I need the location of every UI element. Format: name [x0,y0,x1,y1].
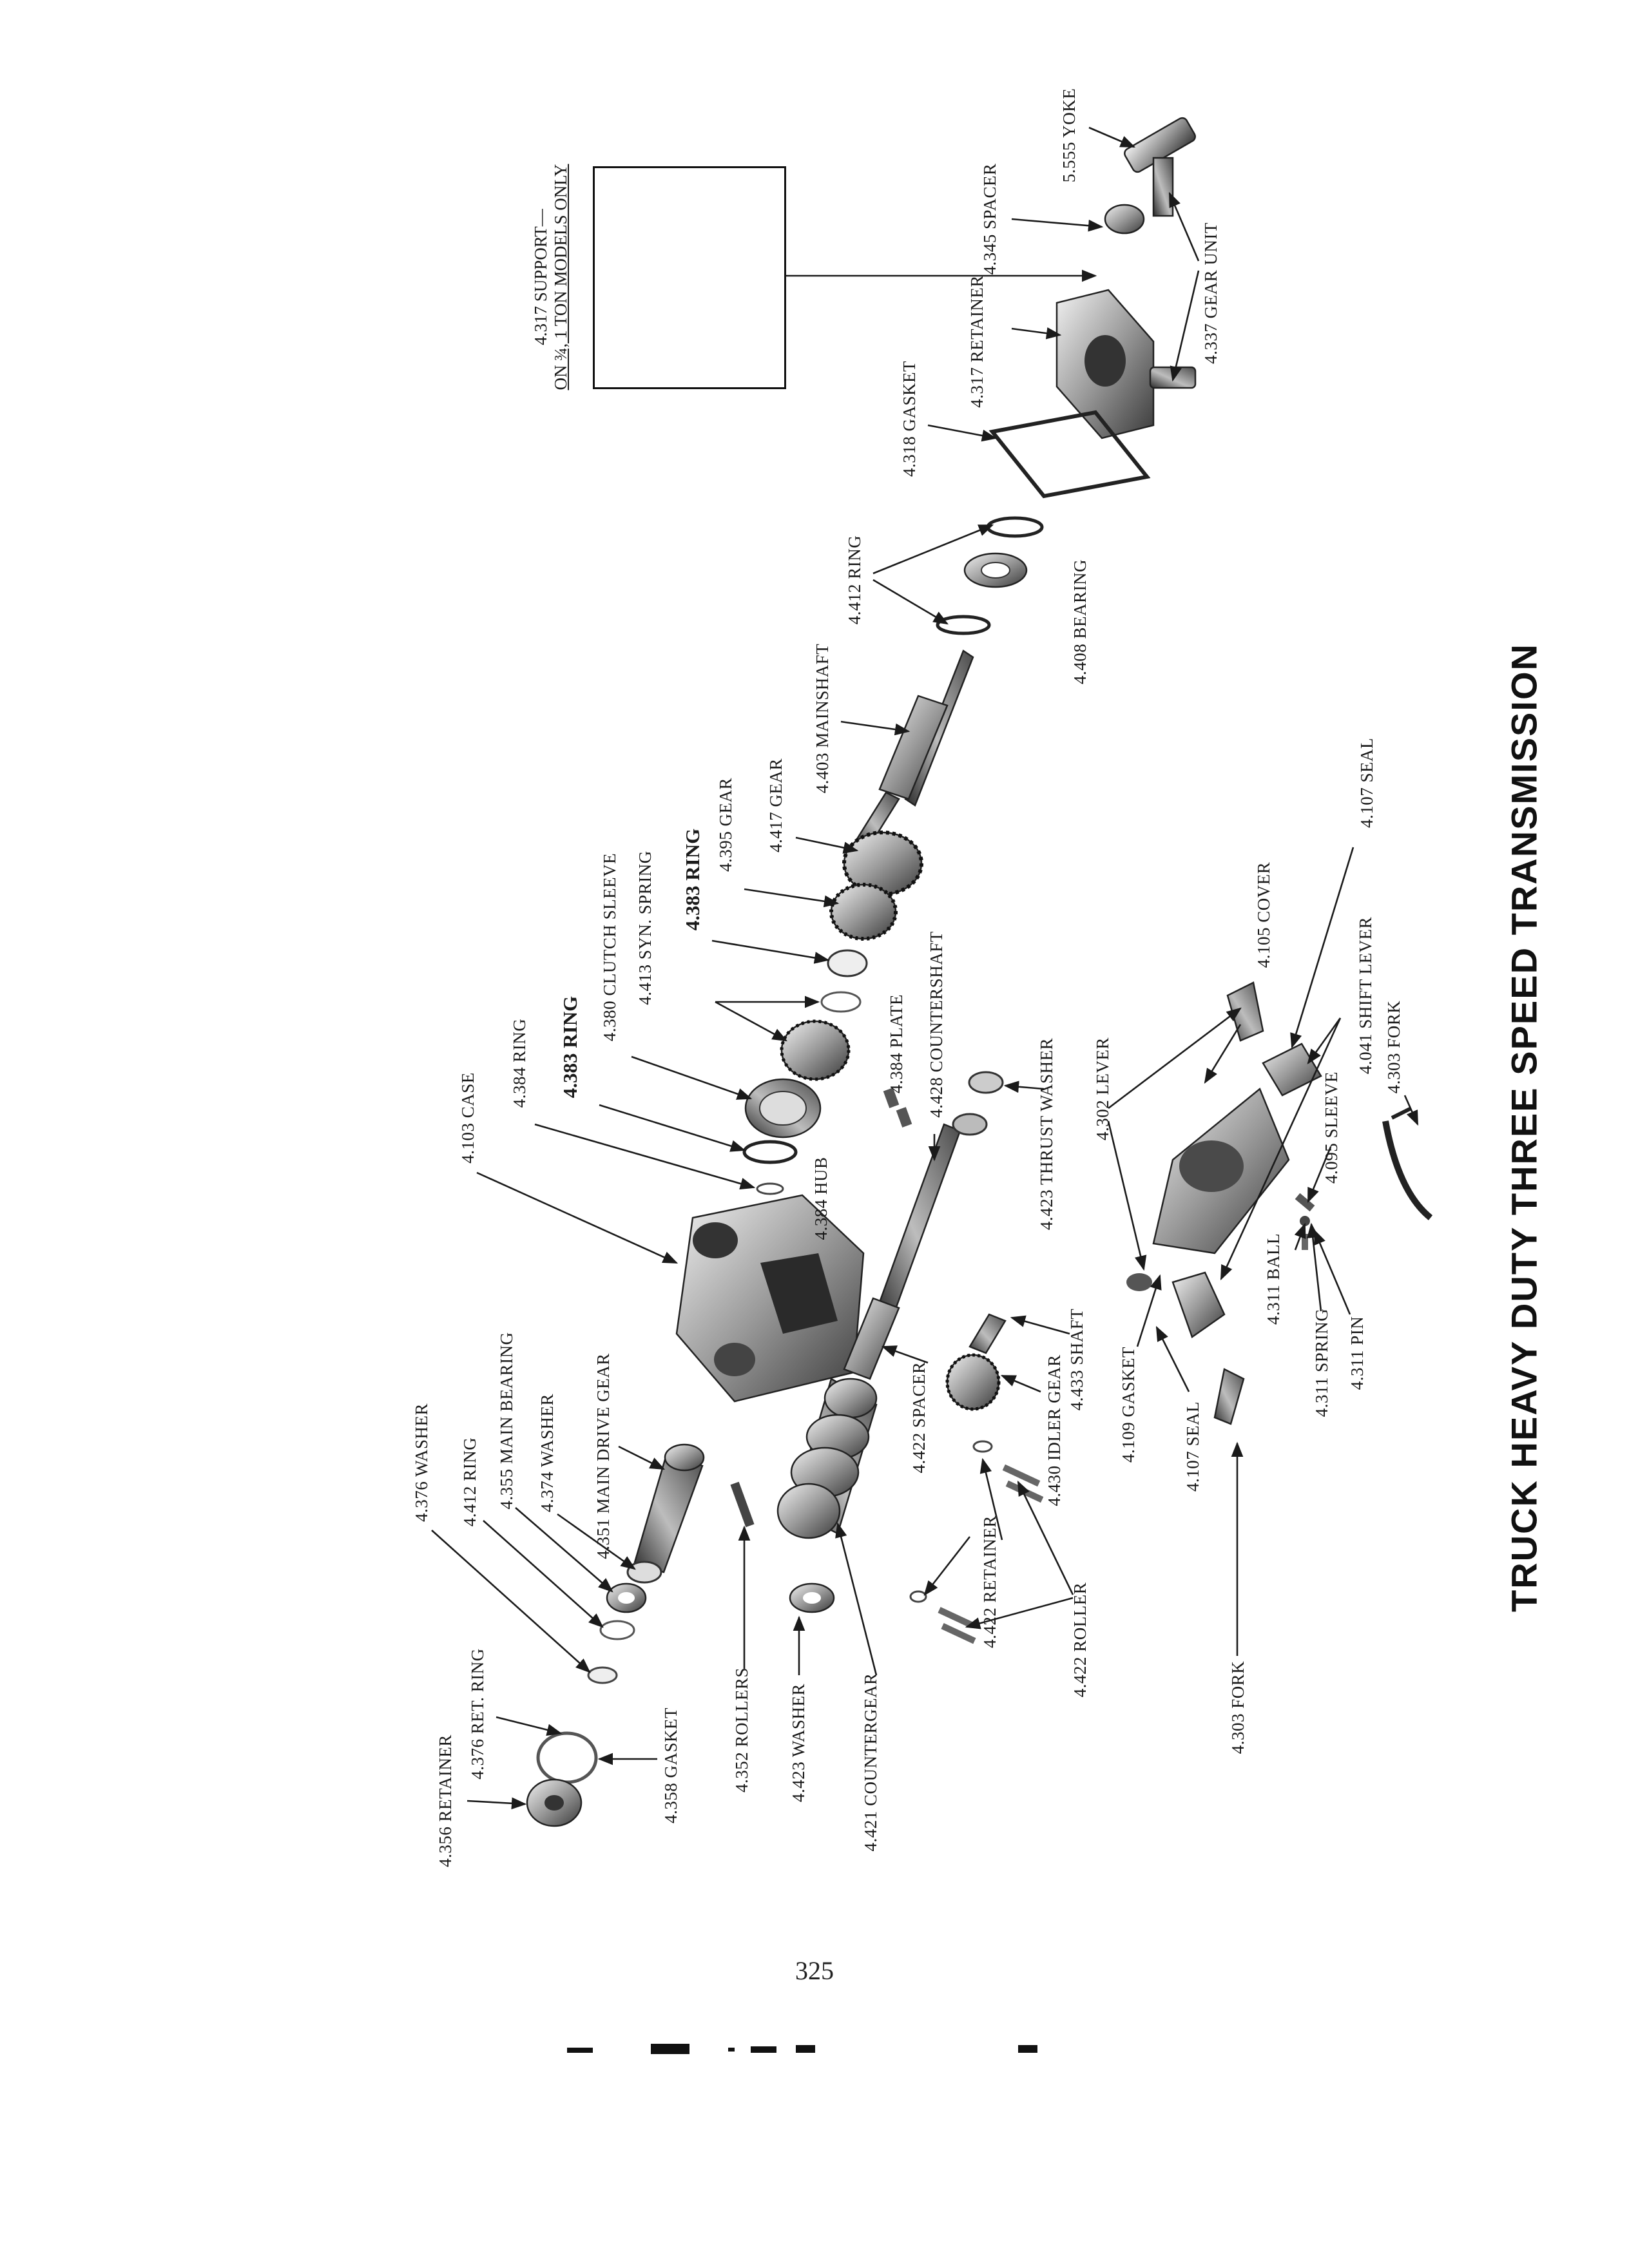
label-4422-spacer: 4.422 SPACER [909,1361,929,1473]
page-title: TRUCK HEAVY DUTY THREE SPEED TRANSMISSIO… [1503,643,1545,1612]
idler-gear-part [945,1353,1001,1411]
label-4311-ball: 4.311 BALL [1264,1233,1283,1325]
label-4107-seal-lower: 4.107 SEAL [1183,1401,1202,1492]
label-4351-main-drive-gear: 4.351 MAIN DRIVE GEAR [593,1353,613,1559]
thrust-washer-part [952,1071,1004,1136]
clutch-sleeve-part [744,1078,822,1139]
label-4403-mainshaft: 4.403 MAINSHAFT [813,644,832,794]
washer-423-part [789,1582,835,1613]
inset-frame [593,166,786,389]
label-4376-washer: 4.376 WASHER [412,1403,431,1522]
label-4395-gear: 4.395 GEAR [716,778,735,872]
lever-part [1126,981,1264,1291]
label-4383-ring-upper: 4.383 RING [681,829,704,930]
label-4428-countershaft: 4.428 COUNTERSHAFT [927,931,946,1118]
idler-shaft-part [969,1313,1007,1354]
ring-384-part [756,1182,784,1195]
label-4356-retainer: 4.356 RETAINER [436,1735,455,1867]
ring-412b-part [599,1620,635,1640]
parts-layer [526,117,1433,1827]
rollers-part [730,1481,755,1528]
hub-part [780,1019,851,1081]
countergear-part [776,1378,878,1539]
main-bearing-part [606,1582,647,1613]
mainshaft-part [853,649,974,852]
seal-lower-part [1213,1368,1245,1425]
shift-lever-part [1262,1043,1322,1097]
label-4423-washer: 4.423 WASHER [789,1684,808,1802]
washer-376-part [587,1666,618,1684]
label-4311-pin: 4.311 PIN [1347,1316,1367,1390]
label-4355-main-bearing: 4.355 MAIN BEARING [497,1332,516,1509]
label-4417-gear: 4.417 GEAR [766,758,786,852]
label-5555-yoke: 5.555 YOKE [1059,88,1079,183]
label-4337-gear-unit: 4.337 GEAR UNIT [1201,222,1220,364]
roller-retainer-part [909,1440,1044,1644]
retainer-part [1055,289,1197,439]
syn-spring-part [820,991,862,1013]
label-4107-seal-upper: 4.107 SEAL [1357,738,1376,828]
gasket-358-part [536,1731,598,1784]
label-4384-ring: 4.384 RING [510,1019,529,1108]
label-4422-roller: 4.422 ROLLER [1070,1582,1090,1698]
page-number: 325 [795,1956,834,1985]
label-4358-gasket: 4.358 GASKET [661,1707,680,1823]
retainer-356-part [526,1778,583,1827]
spacer-part [1104,204,1145,235]
label-4384-plate: 4.384 PLATE [887,994,906,1093]
ring-lower-part [936,615,991,635]
label-4383-ring-lower: 4.383 RING [559,996,581,1098]
gear-395-part [829,883,898,941]
label-4412-ring: 4.412 RING [845,535,864,625]
label-4318-gasket: 4.318 GASKET [900,361,919,477]
leader-lines [431,126,1419,1810]
label-4376-ret-ring: 4.376 RET. RING [468,1648,487,1780]
countershaft-part [875,1123,961,1319]
cover-part [1152,1087,1290,1254]
plate-part [883,1088,912,1128]
label-4374-washer: 4.374 WASHER [537,1394,557,1512]
inset-caption: 4.317 SUPPORT— ON ¾, 1 TON MODELS ONLY [531,164,571,390]
label-4103-case: 4.103 CASE [458,1072,477,1164]
main-drive-gear-part [633,1443,705,1573]
washer-374-part [626,1561,662,1584]
label-4311-spring: 4.311 SPRING [1312,1309,1331,1418]
label-4430-idler-gear: 4.430 IDLER GEAR [1045,1354,1064,1506]
label-4095-sleeve: 4.095 SLEEVE [1322,1072,1341,1184]
part-labels: 5.555 YOKE 4.345 SPACER 4.337 GEAR UNIT … [412,88,1403,1867]
ring-upper-part [986,516,1044,538]
label-4303-fork-lower: 4.303 FORK [1228,1661,1248,1754]
label-4433-shaft: 4.433 SHAFT [1067,1309,1086,1411]
label-4317-retainer: 4.317 RETAINER [967,275,987,408]
label-4413-syn-spring: 4.413 SYN. SPRING [635,850,655,1005]
yoke-part [1124,117,1196,217]
label-4109-gasket: 4.109 GASKET [1119,1347,1138,1463]
label-4422-retainer: 4.422 RETAINER [980,1515,999,1648]
label-4303-fork-upper: 4.303 FORK [1384,1001,1403,1094]
inset-caption-line2: ON ¾, 1 TON MODELS ONLY [551,164,570,390]
spacer-422-part [843,1297,900,1380]
bearing-part [963,552,1028,588]
fork-lower-part [1171,1271,1226,1338]
label-4041-shift-lever: 4.041 SHIFT LEVER [1356,917,1375,1074]
label-4380-clutch-sleeve: 4.380 CLUTCH SLEEVE [600,853,619,1041]
label-4384-hub: 4.384 HUB [811,1157,831,1240]
label-4412-ring-lower: 4.412 RING [460,1437,479,1527]
label-4352-rollers: 4.352 ROLLERS [732,1667,751,1792]
label-4345-spacer: 4.345 SPACER [980,163,999,274]
ring-383b-part [742,1140,798,1164]
case-part [675,1194,865,1403]
label-4421-countergear: 4.421 COUNTERGEAR [861,1673,880,1852]
label-4423-thrust-washer: 4.423 THRUST WASHER [1037,1038,1056,1230]
scan-artifacts [567,2044,1037,2054]
label-4408-bearing: 4.408 BEARING [1070,559,1090,684]
fork-upper-part [1382,1106,1433,1220]
ring-383a-part [827,949,868,977]
inset-caption-line1: 4.317 SUPPORT— [531,209,550,345]
label-4302-lever: 4.302 LEVER [1093,1037,1112,1140]
gasket-part [988,410,1151,499]
label-4105-cover: 4.105 COVER [1254,862,1273,968]
